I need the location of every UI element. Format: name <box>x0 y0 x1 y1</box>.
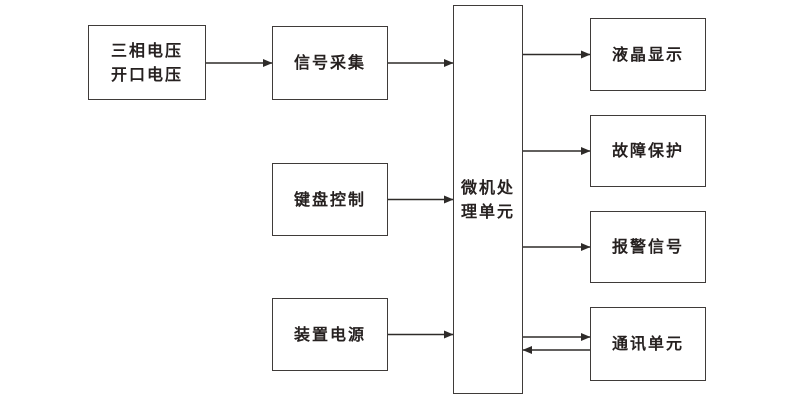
node-label: 信号采集 <box>293 53 366 72</box>
node-microcomputer-processing-unit: 微机处 理单元 <box>453 5 523 394</box>
node-label-line: 三相电压 <box>110 40 183 60</box>
node-keyboard-control: 键盘控制 <box>272 163 388 236</box>
node-label: 通讯单元 <box>611 334 684 353</box>
node-label: 键盘控制 <box>293 189 366 209</box>
node-three-phase-open-voltage: 三相电压 开口电压 <box>88 25 206 100</box>
node-alarm-signal: 报警信号 <box>590 211 706 283</box>
node-communication-unit: 通讯单元 <box>590 307 706 381</box>
node-label: 报警信号 <box>611 237 684 256</box>
node-label-line: 理单元 <box>460 201 515 221</box>
node-label-line: 微机处 <box>460 177 515 197</box>
node-fault-protection: 故障保护 <box>590 115 706 187</box>
node-label: 液晶显示 <box>611 44 684 64</box>
node-label: 故障保护 <box>611 141 684 160</box>
node-label-line: 开口电压 <box>110 64 183 84</box>
node-device-power: 装置电源 <box>272 298 388 371</box>
node-label: 装置电源 <box>293 324 366 344</box>
node-lcd-display: 液晶显示 <box>590 18 706 91</box>
node-signal-acquisition: 信号采集 <box>272 26 388 100</box>
